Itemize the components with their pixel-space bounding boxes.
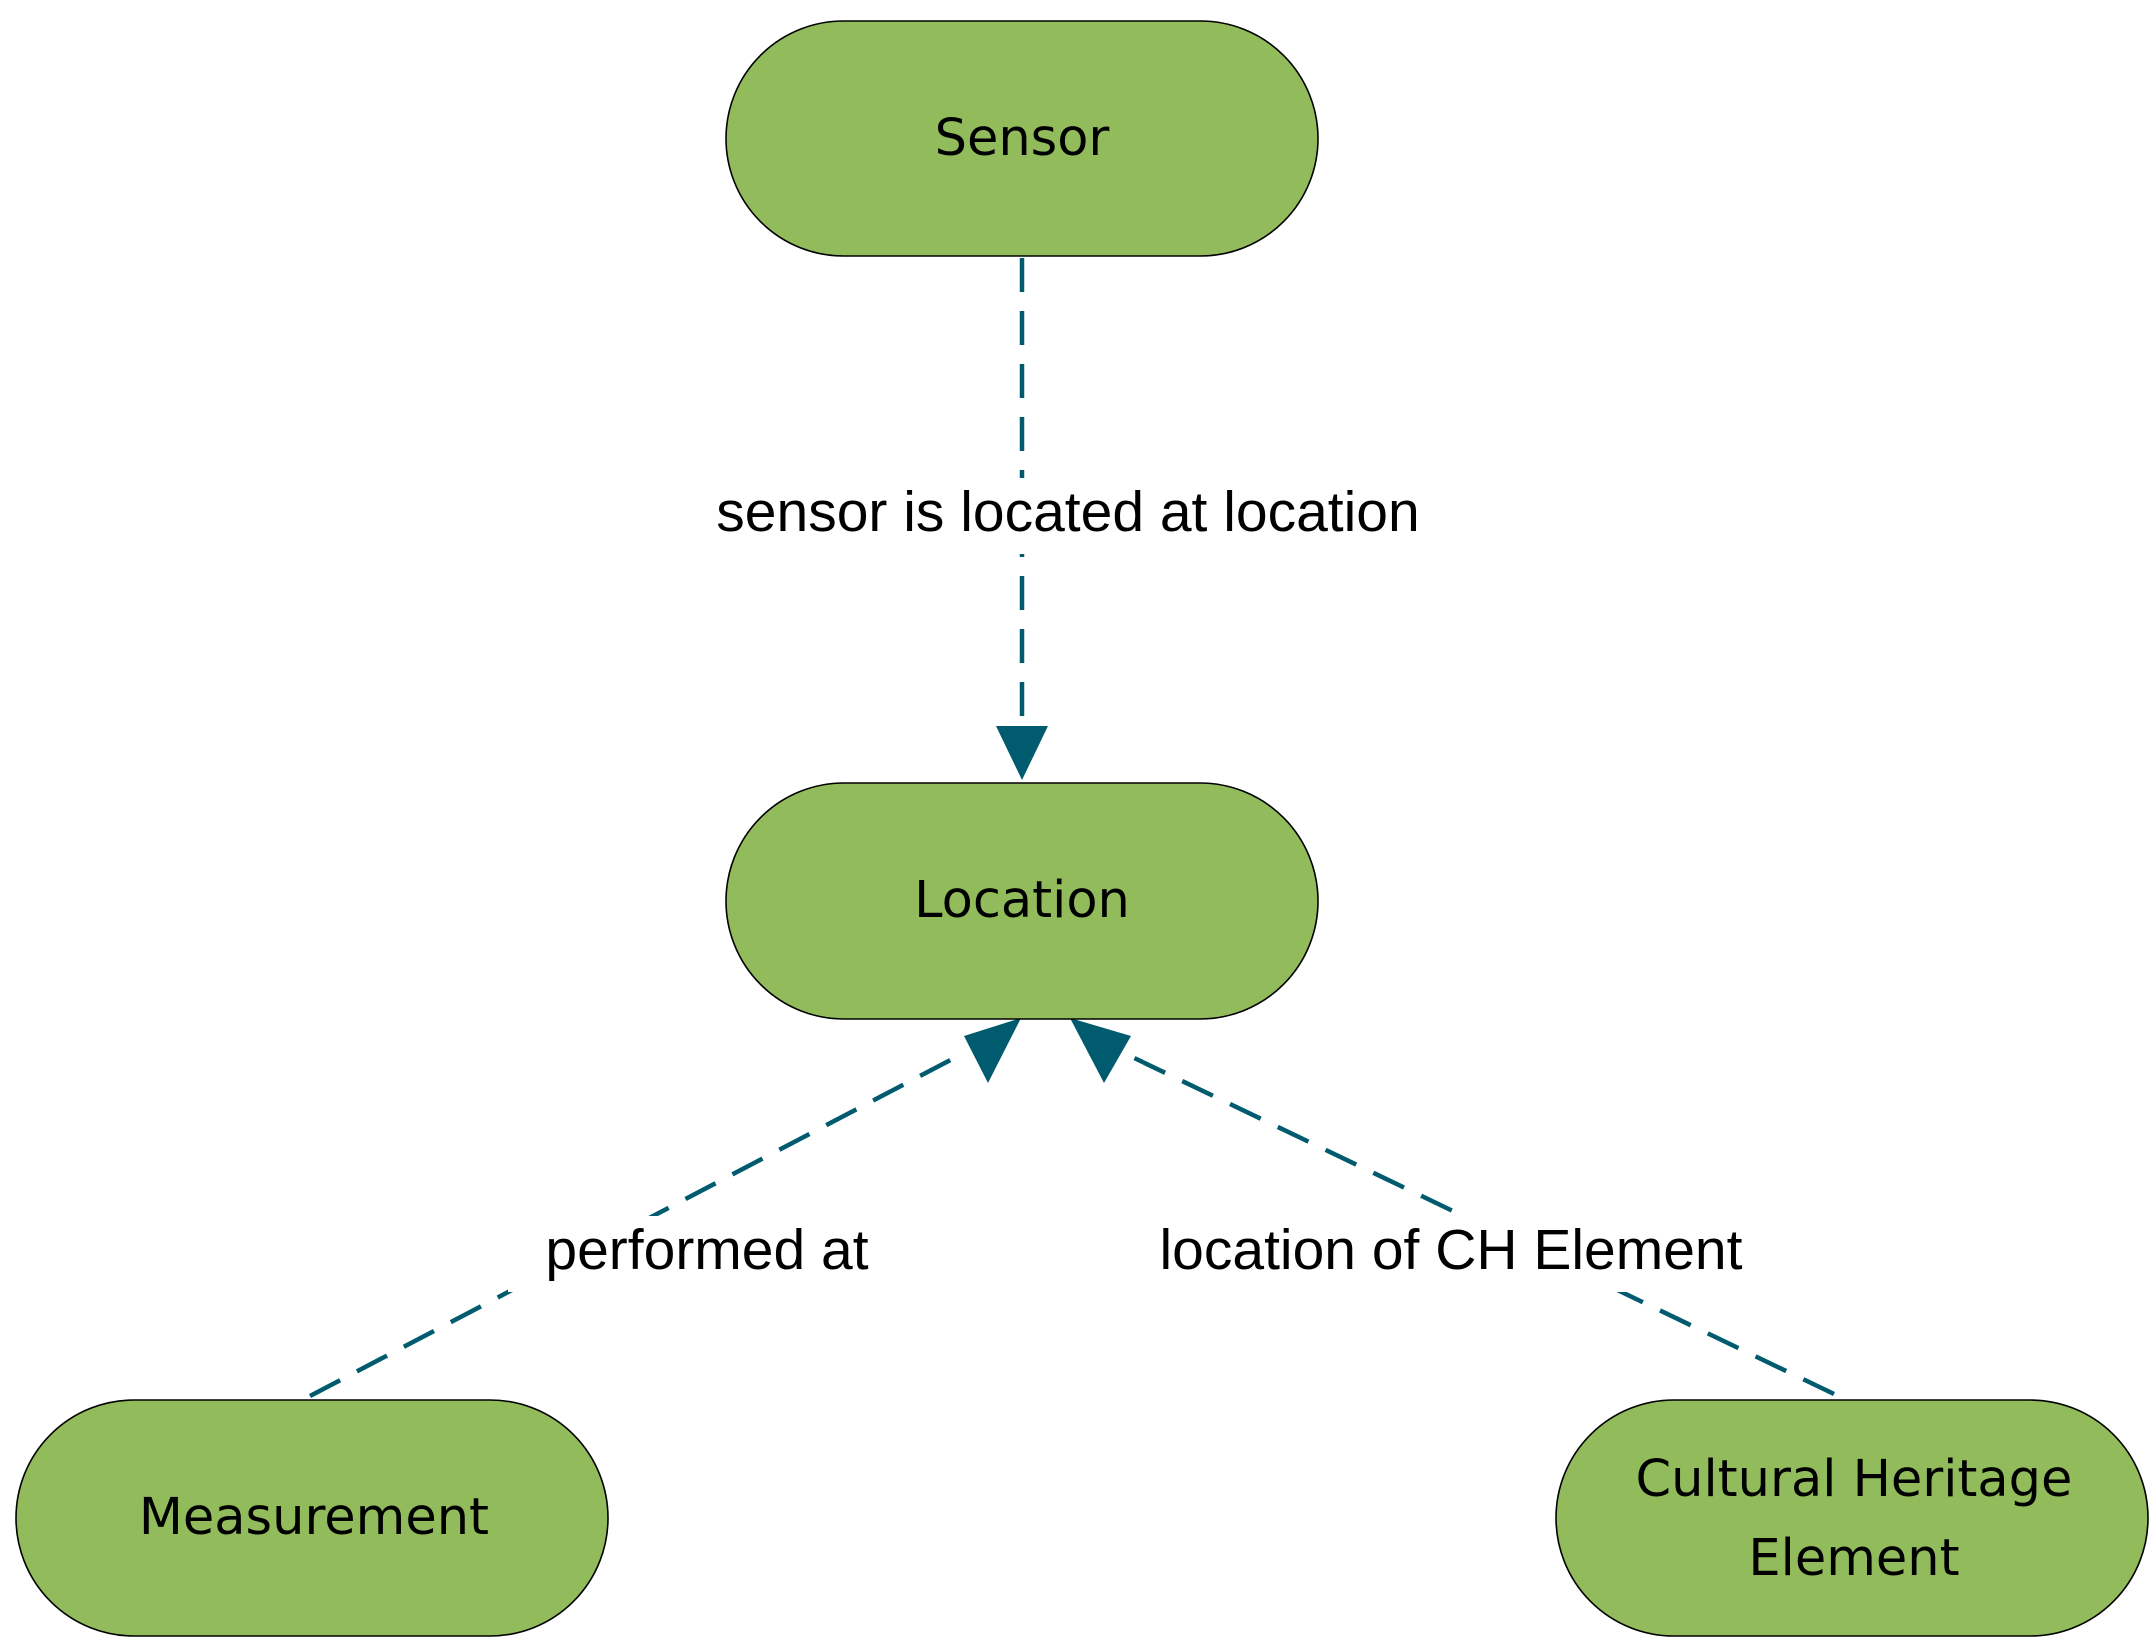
edge-label-performed-at: performed at <box>545 1218 868 1282</box>
edge-measurement-to-location <box>308 1018 1021 1398</box>
edge-label-ch-location-group: location of CH Element <box>1102 1216 1802 1292</box>
node-location: Location <box>725 782 1319 1020</box>
node-label-measurement: Measurement <box>139 1488 489 1547</box>
node-label-sensor: Sensor <box>935 109 1110 168</box>
node-label-cultural-heritage-line1: Cultural Heritage <box>1636 1450 2073 1509</box>
edge-label-performed-at-group: performed at <box>508 1216 896 1292</box>
edge-label-location-of-ch-element: location of CH Element <box>1160 1218 1743 1282</box>
arrowhead-ch-location <box>1070 1018 1131 1083</box>
edge-ch-element-to-location <box>1070 1018 1835 1397</box>
node-measurement: Measurement <box>15 1399 609 1637</box>
node-cultural-heritage-element: Cultural Heritage Element <box>1555 1399 2149 1637</box>
arrowhead-sensor-location <box>996 726 1048 780</box>
node-label-cultural-heritage-line2: Element <box>1748 1529 1959 1588</box>
edge-label-sensor-location: sensor is located at location <box>716 480 1419 544</box>
edge-line-measurement-location <box>308 1053 962 1398</box>
arrowhead-measurement-location <box>964 1018 1021 1083</box>
edge-label-sensor-location-group: sensor is located at location <box>658 478 1478 554</box>
node-sensor: Sensor <box>725 20 1319 257</box>
node-label-location: Location <box>914 871 1130 930</box>
